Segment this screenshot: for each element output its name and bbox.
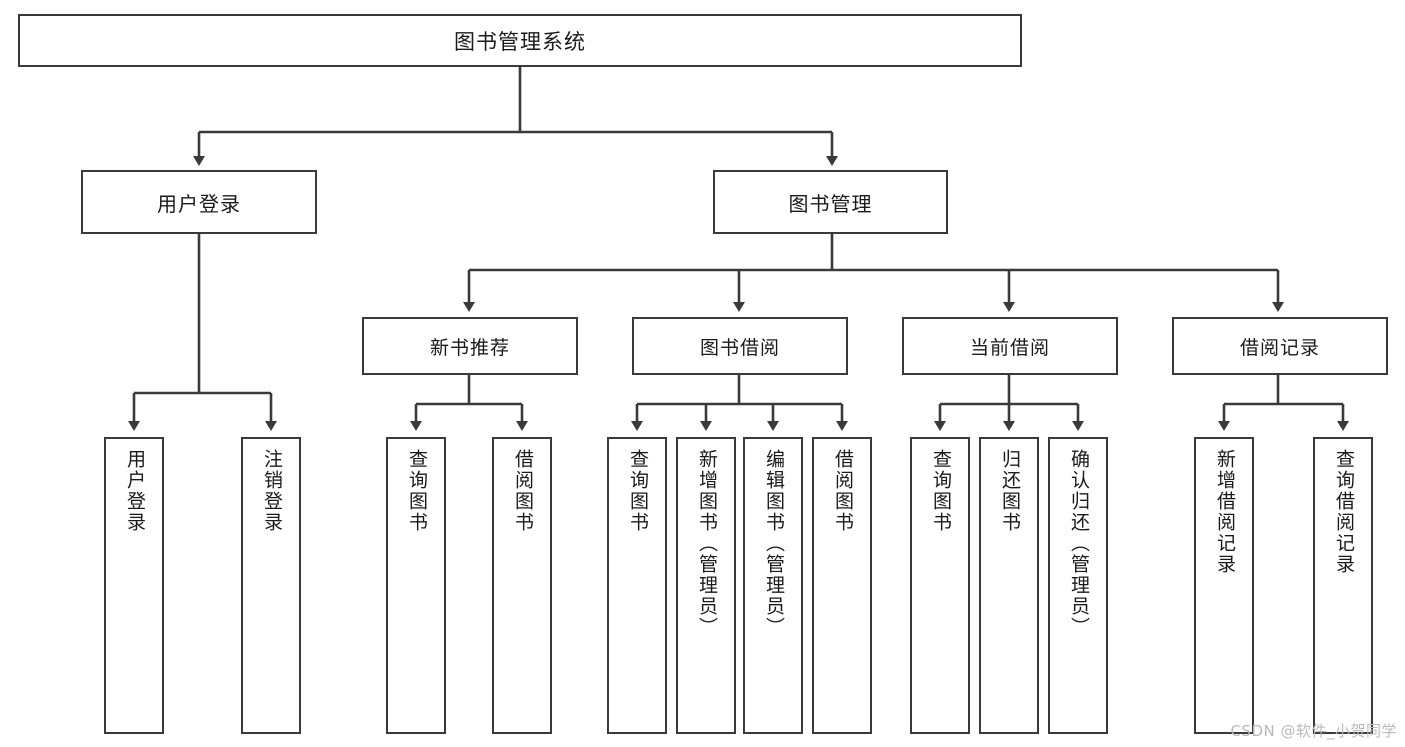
node-leaf-return-book[interactable]: 归还图书	[979, 437, 1039, 734]
node-leaf-query-book-1[interactable]: 查询图书	[386, 437, 446, 734]
node-current-borrow[interactable]: 当前借阅	[902, 317, 1118, 375]
node-book-borrow-label: 图书借阅	[699, 336, 780, 359]
node-new-book-recommend-label: 新书推荐	[429, 336, 510, 359]
node-leaf-edit-book[interactable]: 编辑图书（管理员）	[743, 437, 803, 734]
node-leaf-edit-book-label: 编辑图书（管理员）	[762, 449, 785, 638]
node-leaf-query-record-label: 查询借阅记录	[1332, 449, 1355, 575]
node-leaf-query-book-2[interactable]: 查询图书	[607, 437, 667, 734]
node-leaf-borrow-book-1-label: 借阅图书	[511, 449, 534, 533]
node-leaf-query-book-3-label: 查询图书	[929, 449, 952, 533]
watermark: CSDN @软件_小贺同学	[1230, 722, 1397, 740]
node-borrow-record-label: 借阅记录	[1239, 336, 1320, 359]
node-root-label: 图书管理系统	[454, 29, 586, 54]
node-leaf-query-book-1-label: 查询图书	[405, 449, 428, 533]
node-leaf-user-login[interactable]: 用户登录	[104, 437, 164, 734]
node-leaf-borrow-book-1[interactable]: 借阅图书	[492, 437, 552, 734]
node-leaf-borrow-book-2-label: 借阅图书	[831, 449, 854, 533]
node-current-borrow-label: 当前借阅	[969, 336, 1050, 359]
node-user-login[interactable]: 用户登录	[81, 170, 317, 234]
node-borrow-record[interactable]: 借阅记录	[1172, 317, 1388, 375]
node-new-book-recommend[interactable]: 新书推荐	[362, 317, 578, 375]
node-leaf-add-book[interactable]: 新增图书（管理员）	[676, 437, 736, 734]
node-leaf-add-record-label: 新增借阅记录	[1213, 449, 1236, 575]
node-leaf-user-login-label: 用户登录	[123, 449, 146, 533]
node-leaf-return-book-label: 归还图书	[998, 449, 1021, 533]
node-leaf-add-record[interactable]: 新增借阅记录	[1194, 437, 1254, 734]
node-leaf-query-book-3[interactable]: 查询图书	[910, 437, 970, 734]
node-leaf-add-book-label: 新增图书（管理员）	[695, 449, 718, 638]
node-leaf-confirm-return-label: 确认归还（管理员）	[1067, 449, 1090, 638]
node-user-login-label: 用户登录	[157, 191, 241, 216]
node-book-manage-label: 图书管理	[788, 191, 873, 216]
node-book-manage[interactable]: 图书管理	[713, 170, 948, 234]
node-leaf-logout-login-label: 注销登录	[260, 449, 283, 533]
node-root[interactable]: 图书管理系统	[18, 14, 1022, 67]
node-book-borrow[interactable]: 图书借阅	[632, 317, 848, 375]
node-leaf-borrow-book-2[interactable]: 借阅图书	[812, 437, 872, 734]
node-leaf-confirm-return[interactable]: 确认归还（管理员）	[1048, 437, 1108, 734]
node-leaf-query-book-2-label: 查询图书	[626, 449, 649, 533]
node-leaf-query-record[interactable]: 查询借阅记录	[1313, 437, 1373, 734]
node-leaf-logout-login[interactable]: 注销登录	[241, 437, 301, 734]
